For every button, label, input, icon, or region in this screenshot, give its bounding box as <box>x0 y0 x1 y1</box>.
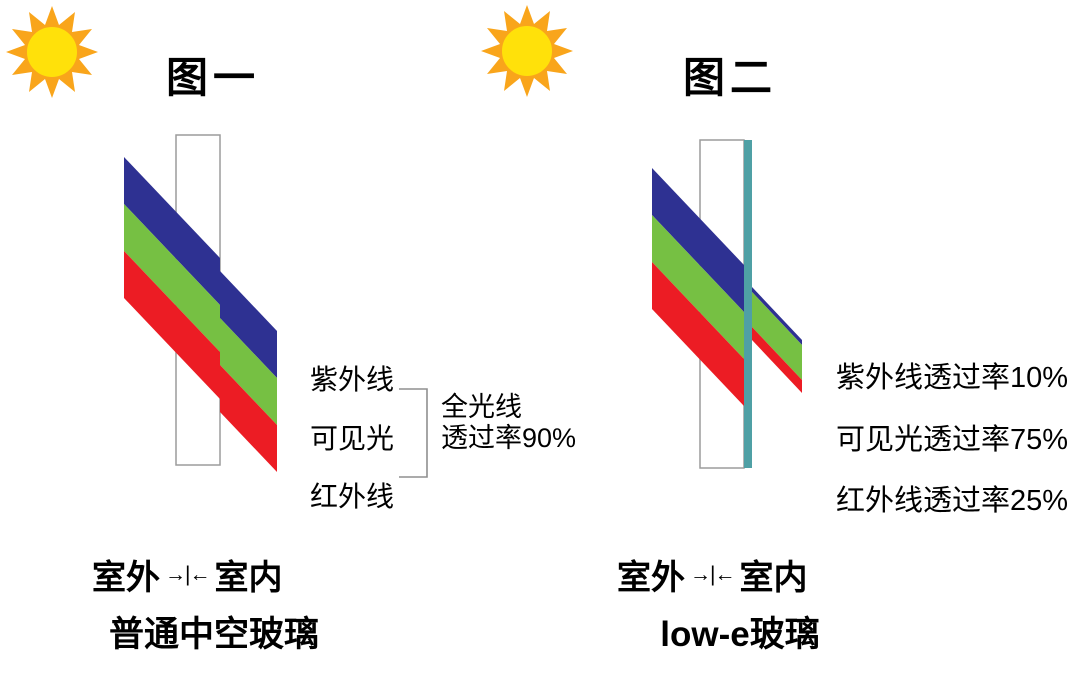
figure2-title: 图二 <box>682 54 777 101</box>
sun-icon <box>6 6 98 98</box>
sun-core <box>25 25 79 79</box>
light-bands-transmitted-figure2 <box>752 287 802 393</box>
total-transmittance-line1: 全光线 <box>441 392 522 422</box>
ir-band-incident <box>124 251 220 399</box>
light-bands-transmitted-figure1 <box>220 271 277 472</box>
glass-position-arrows-icon: →|← <box>690 562 735 586</box>
ir-band-transmitted <box>752 327 802 393</box>
light-bands-incident-figure2 <box>652 168 744 406</box>
visible-band-incident <box>124 204 220 352</box>
uv-band-incident <box>124 157 220 305</box>
low-e-coating-stripe <box>744 140 752 468</box>
visible-light-label: 可见光 <box>310 423 395 454</box>
figure2-caption: low-e玻璃 <box>660 615 820 654</box>
ir-transmittance-label: 红外线透过率25% <box>836 485 1069 517</box>
light-bands-incident-figure1 <box>124 157 220 399</box>
visible-transmittance-label: 可见光透过率75% <box>836 424 1069 456</box>
figure2-in-out-row: 室外 →|← 室内 <box>617 550 807 599</box>
inside-label: 室内 <box>214 559 283 597</box>
uv-band-transmitted <box>752 287 802 345</box>
ir-label: 红外线 <box>310 481 395 512</box>
figure1-title: 图一 <box>165 54 260 101</box>
visible-band-transmitted <box>220 318 277 425</box>
uv-label: 紫外线 <box>310 364 395 395</box>
outside-label: 室外 <box>92 559 160 597</box>
visible-band-transmitted <box>752 292 802 380</box>
glass-position-arrows-icon: →|← <box>165 562 210 586</box>
uv-transmittance-label: 紫外线透过率10% <box>836 362 1069 394</box>
sun-icon <box>481 5 573 97</box>
visible-band-incident <box>652 215 744 359</box>
ir-band-incident <box>652 262 744 406</box>
total-transmittance-line2: 透过率90% <box>441 423 577 453</box>
outside-label: 室外 <box>617 559 685 597</box>
uv-band-incident <box>652 168 744 312</box>
ir-band-transmitted <box>220 365 277 472</box>
inside-label: 室内 <box>739 559 808 597</box>
sun-core <box>500 24 554 78</box>
uv-band-transmitted <box>220 271 277 378</box>
summary-bracket <box>399 388 428 478</box>
total-transmittance-note: 全光线 透过率90% <box>441 392 576 454</box>
figure1-in-out-row: 室外 →|← 室内 <box>92 550 282 599</box>
figure1-caption: 普通中空玻璃 <box>108 615 319 654</box>
